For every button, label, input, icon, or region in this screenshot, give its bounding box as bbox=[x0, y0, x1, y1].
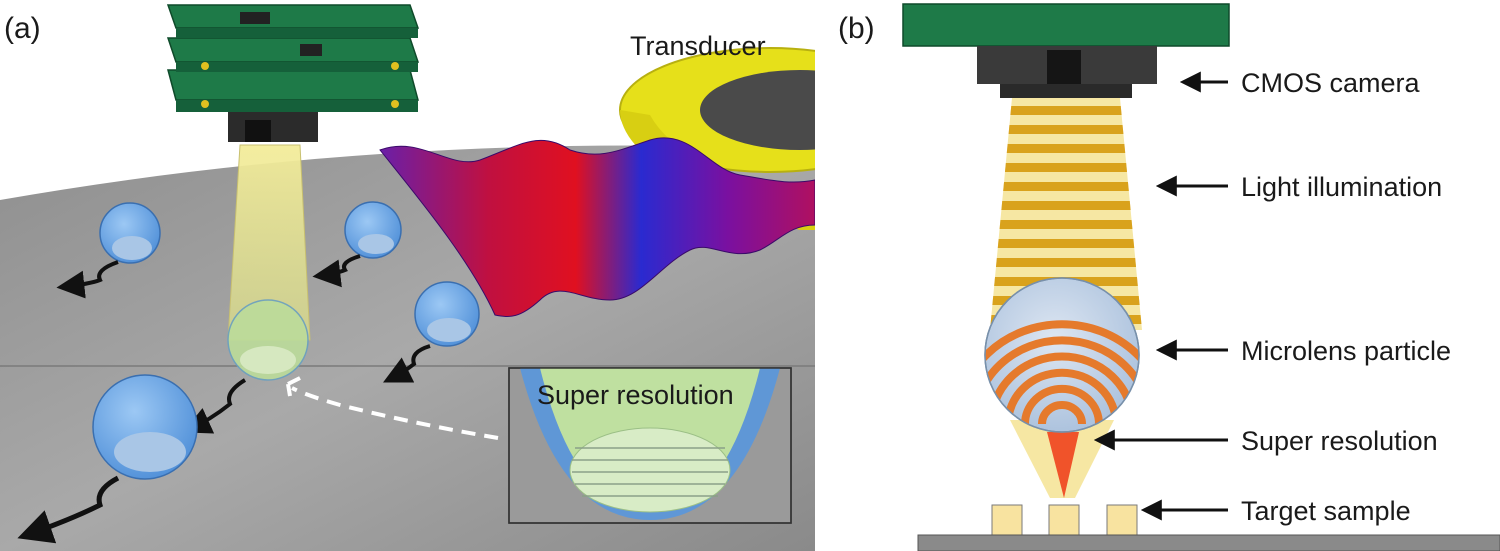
super-resolution-inset bbox=[508, 367, 792, 524]
microsphere-3 bbox=[382, 281, 480, 383]
panel-b-tag: (b) bbox=[838, 12, 875, 45]
illumination-stripe bbox=[1003, 182, 1129, 191]
illumination-stripe bbox=[999, 220, 1133, 229]
panel-a-tag: (a) bbox=[4, 12, 41, 45]
label-cmos-camera: CMOS camera bbox=[1241, 68, 1421, 98]
inset-label: Super resolution bbox=[537, 380, 734, 410]
microsphere-1 bbox=[56, 202, 161, 299]
transducer-label: Transducer bbox=[630, 31, 766, 61]
label-light-illumination: Light illumination bbox=[1241, 172, 1442, 202]
illumination-stripe bbox=[995, 258, 1137, 267]
illumination-stripe bbox=[1004, 163, 1128, 172]
pcb-board-b bbox=[902, 3, 1230, 47]
inset-pointer-dashed bbox=[291, 386, 499, 440]
microlens-particle-b bbox=[984, 277, 1140, 433]
label-target-sample: Target sample bbox=[1241, 496, 1411, 526]
callout-arrows bbox=[1093, 71, 1228, 521]
panel-b: (b) bbox=[838, 3, 1500, 551]
microsphere-4-focused bbox=[182, 299, 309, 434]
camera-pcb-stack-a bbox=[166, 4, 420, 142]
lens-arc bbox=[1038, 401, 1086, 425]
microsphere-2 bbox=[312, 201, 402, 288]
substrate-base bbox=[917, 534, 1500, 551]
panel-a: (a) Transducer Super resolution bbox=[0, 4, 815, 551]
label-super-resolution: Super resolution bbox=[1241, 426, 1438, 456]
lens-arc bbox=[985, 320, 1139, 425]
cmos-camera-b bbox=[977, 46, 1157, 98]
illumination-stripe bbox=[1001, 201, 1131, 210]
illumination-stripe bbox=[1008, 125, 1124, 134]
lens-arc bbox=[987, 352, 1137, 425]
lens-arc bbox=[1004, 368, 1120, 425]
lens-arc bbox=[1021, 384, 1103, 425]
target-sample bbox=[991, 504, 1138, 536]
illumination-stripe bbox=[1010, 106, 1122, 115]
lens-arc bbox=[985, 336, 1139, 425]
acoustic-wave bbox=[379, 137, 815, 317]
illumination-stripe bbox=[1006, 144, 1126, 153]
super-resolution-spot bbox=[1047, 432, 1079, 498]
microsphere-5 bbox=[17, 374, 198, 544]
label-microlens-particle: Microlens particle bbox=[1241, 336, 1451, 366]
light-beam-a bbox=[227, 144, 311, 341]
illumination-stripe bbox=[997, 239, 1135, 248]
